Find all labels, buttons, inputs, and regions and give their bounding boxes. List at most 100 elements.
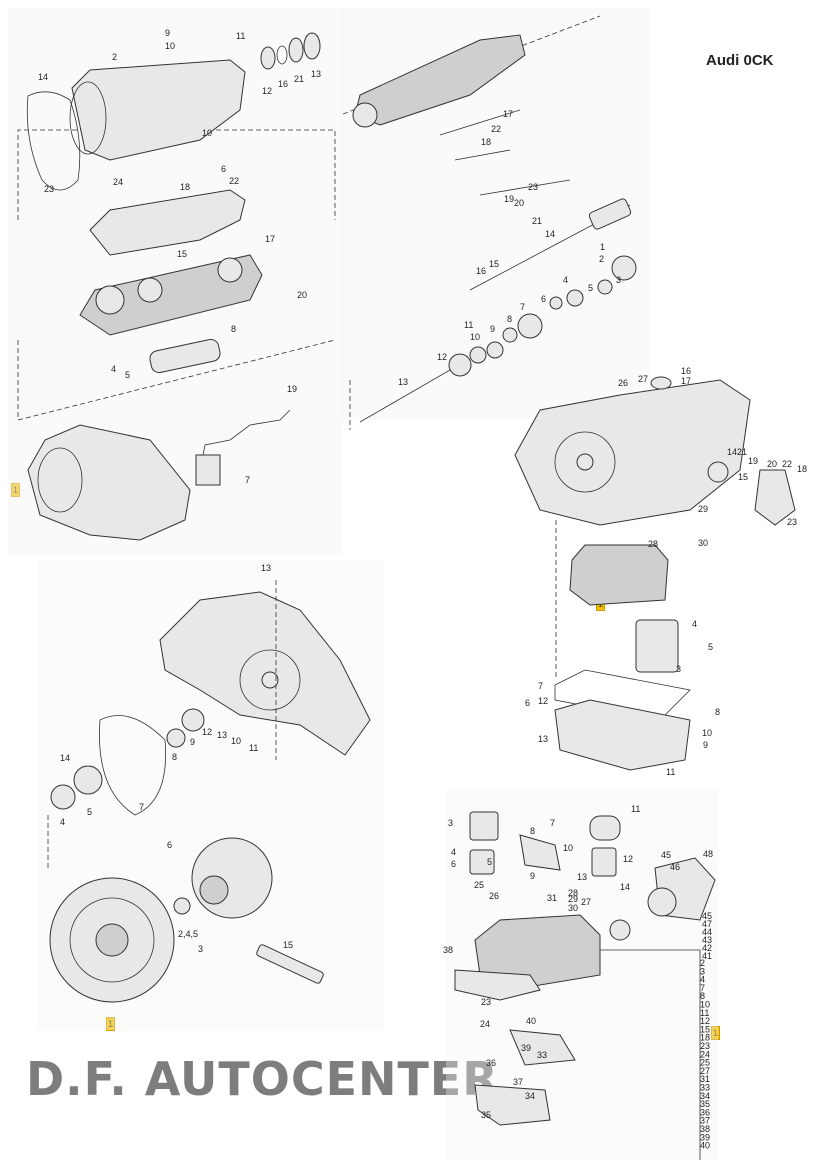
callout: 6: [525, 698, 530, 708]
parts-index-item: 15: [700, 1024, 710, 1034]
callout: 18: [180, 182, 190, 192]
valve-body-1: [569, 544, 669, 606]
callout: 12: [538, 696, 548, 706]
callout: 43: [702, 935, 712, 945]
clutch-flywheel-diagram: 13 7 8 9 12 13 10 11 14 5 4 6 2,4,5 3 15: [47, 563, 371, 1003]
callout: 19: [748, 456, 758, 466]
solenoid-5: [469, 849, 495, 875]
callout: 20: [767, 459, 777, 469]
bearing-2-4-5: [173, 897, 191, 915]
callout: 33: [537, 1050, 547, 1060]
callout: 10: [563, 843, 573, 853]
callout: 15: [738, 472, 748, 482]
callout: 41: [702, 951, 712, 961]
seal-13: [303, 32, 321, 60]
parts-index-item: 39: [700, 1132, 710, 1142]
callout: 7: [139, 802, 144, 812]
gear-1: [611, 255, 637, 281]
callout: 14: [60, 753, 70, 763]
callout: 14: [620, 882, 630, 892]
callout: 16: [476, 266, 486, 276]
wiring-33: [509, 1029, 576, 1066]
callout: 21: [532, 216, 542, 226]
housing-2: [71, 59, 246, 161]
callout: 23: [787, 517, 797, 527]
parts-index-item: 8: [700, 991, 705, 1001]
callout: 6: [451, 859, 456, 869]
callout: 9: [190, 737, 195, 747]
parts-index-item: 7: [700, 983, 705, 993]
callout: 48: [703, 849, 713, 859]
callout: 42: [702, 943, 712, 953]
callout: 21: [294, 74, 304, 84]
ring-16: [276, 45, 288, 65]
callout: 8: [172, 752, 177, 762]
callout: 5: [708, 642, 713, 652]
highlight-marker-housing[interactable]: 1: [11, 483, 20, 497]
gasket-14: [26, 91, 81, 191]
shaft-14-gear: [588, 198, 632, 230]
callout: 27: [638, 374, 648, 384]
parts-index-item: 37: [700, 1116, 710, 1126]
flywheel-hub: [95, 923, 129, 957]
flywheel-inner-ring: [69, 897, 155, 983]
callout: 6: [221, 164, 226, 174]
callout: 35: [481, 1110, 491, 1120]
bearing-4: [566, 289, 584, 307]
valve-cover-20: [754, 469, 796, 526]
callout: 4: [692, 619, 697, 629]
callout: 24: [480, 1019, 490, 1029]
callout: 3: [448, 818, 453, 828]
callout: 29: [698, 504, 708, 514]
callout: 4: [563, 275, 568, 285]
callout: 15: [489, 259, 499, 269]
callout: 10: [702, 728, 712, 738]
callout: 16: [681, 366, 691, 376]
callout: 5: [125, 370, 130, 380]
shift-rails: [439, 109, 571, 196]
callout: 11: [631, 804, 640, 814]
shift-rod-19: [199, 409, 291, 471]
bracket-7: [519, 834, 561, 871]
gear-cluster-end: [352, 102, 378, 128]
callout: 14: [727, 447, 737, 457]
callout: 11: [249, 743, 258, 753]
callout: 22: [229, 176, 239, 186]
callout: 23: [44, 184, 54, 194]
callout: 26: [489, 891, 499, 901]
harness-34: [474, 1084, 551, 1126]
highlight-marker-flywheel[interactable]: 1: [106, 1017, 115, 1031]
plate-23: [454, 969, 541, 1001]
sensor-46: [647, 887, 677, 917]
callout: 4: [111, 364, 116, 374]
callout: 8: [715, 707, 720, 717]
ring-8: [502, 327, 518, 343]
parts-index-list: 2347810111215182324252731333435363738394…: [700, 958, 710, 1151]
callout: 13: [311, 69, 321, 79]
ring-10: [469, 346, 487, 364]
callout: 3: [676, 664, 681, 674]
callout: 16: [278, 79, 288, 89]
flywheel-face: [554, 431, 616, 493]
parts-index-item: 2: [700, 958, 705, 968]
callout: 46: [670, 862, 680, 872]
gear-cluster: [354, 34, 526, 126]
callout: 28: [648, 539, 658, 549]
callout: 4: [451, 847, 456, 857]
callout: 24: [113, 177, 123, 187]
callout: 27: [581, 897, 591, 907]
valve-body-diagram: 3 11 8 7 10 5 9 25 26 13 12 14 29 27 28 …: [443, 804, 716, 1160]
callout: 13: [398, 377, 408, 387]
callout: 6: [167, 840, 172, 850]
callout: 12: [623, 854, 633, 864]
callout: 8: [530, 826, 535, 836]
callout: 20: [297, 290, 307, 300]
parts-index-item: 18: [700, 1033, 710, 1043]
sensor-14: [707, 461, 729, 483]
callout: 40: [526, 1016, 536, 1026]
gear-shafts-diagram: 17 22 18 23 19 20 21 14 16 15 5 4 6 3 2 …: [342, 15, 637, 430]
callout: 15: [283, 940, 293, 950]
housing-exploded-diagram: 9 10 11 2 12 16 21 13 14 10 6 22 23 24 1…: [17, 28, 336, 541]
callout: 30: [698, 538, 708, 548]
highlight-marker-parts-list[interactable]: 1: [711, 1026, 720, 1040]
